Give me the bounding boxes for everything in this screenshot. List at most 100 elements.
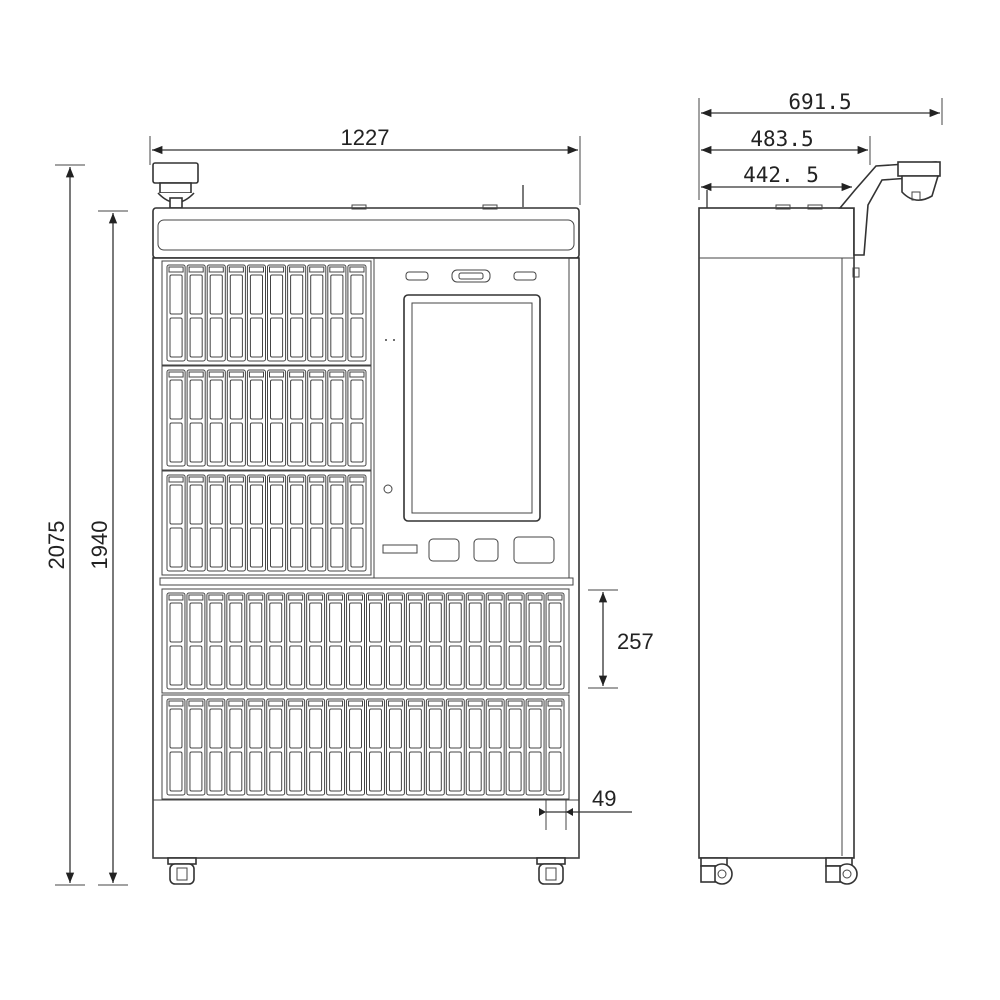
- locker-slot: [347, 264, 367, 362]
- side-view: [698, 161, 941, 885]
- locker-row: [161, 365, 372, 471]
- locker-slot: [266, 698, 286, 796]
- locker-slot: [485, 592, 505, 690]
- locker-slot: [246, 592, 266, 690]
- dimension-depth-body: 442. 5: [701, 163, 852, 192]
- locker-slot: [226, 592, 246, 690]
- locker-slot: [246, 369, 266, 467]
- side-body: [698, 207, 855, 859]
- locker-slot: [287, 474, 307, 572]
- locker-slot: [405, 592, 425, 690]
- dimension-drawer-height: 257: [588, 589, 654, 689]
- locker-slot: [287, 369, 307, 467]
- locker-slot: [246, 698, 266, 796]
- label-442-5: 442. 5: [743, 163, 819, 187]
- locker-slot: [226, 698, 246, 796]
- label-1940: 1940: [87, 521, 112, 570]
- locker-slot: [267, 369, 287, 467]
- locker-slot: [226, 264, 246, 362]
- upper-locker-grid: [161, 260, 372, 576]
- front-view: [152, 162, 580, 885]
- label-691-5: 691.5: [788, 90, 851, 114]
- locker-slot: [186, 698, 206, 796]
- lower-locker-grid: [161, 588, 570, 800]
- indicator-left: [405, 271, 429, 281]
- locker-slot: [226, 474, 246, 572]
- locker-row: [161, 260, 372, 366]
- locker-row: [161, 694, 570, 800]
- locker-slot: [326, 592, 346, 690]
- locker-slot: [307, 474, 327, 572]
- locker-slot: [327, 264, 347, 362]
- locker-slot: [326, 698, 346, 796]
- locker-slot: [307, 369, 327, 467]
- locker-slot: [267, 264, 287, 362]
- locker-slot: [166, 369, 186, 467]
- locker-slot: [286, 592, 306, 690]
- label-2075: 2075: [44, 521, 69, 570]
- touch-screen: [403, 294, 541, 522]
- locker-slot: [327, 369, 347, 467]
- locker-slot: [186, 264, 206, 362]
- dimension-total-width: 1227: [149, 125, 581, 205]
- locker-slot: [226, 369, 246, 467]
- dimension-total-height: 2075: [44, 164, 85, 886]
- locker-slot: [206, 264, 226, 362]
- locker-slot: [425, 698, 445, 796]
- locker-slot: [206, 474, 226, 572]
- camera-side: [897, 161, 941, 201]
- locker-slot: [425, 592, 445, 690]
- label-483-5: 483.5: [750, 127, 813, 151]
- locker-row: [161, 470, 372, 576]
- locker-slot: [327, 474, 347, 572]
- locker-slot: [366, 698, 385, 796]
- locker-slot: [465, 698, 485, 796]
- dimension-body-height: 1940: [87, 210, 128, 886]
- locker-slot: [346, 592, 365, 690]
- locker-slot: [306, 698, 326, 796]
- locker-slot: [525, 698, 545, 796]
- wheel-side-right: [825, 857, 858, 885]
- kiosk-panel: [373, 257, 570, 579]
- locker-slot: [166, 474, 186, 572]
- locker-slot: [347, 474, 367, 572]
- locker-slot: [385, 592, 405, 690]
- locker-slot: [465, 592, 485, 690]
- locker-slot: [206, 592, 226, 690]
- locker-slot: [505, 592, 525, 690]
- label-1227: 1227: [341, 125, 390, 150]
- locker-slot: [545, 698, 565, 796]
- locker-row: [161, 588, 570, 694]
- camera-arm: [838, 161, 939, 256]
- locker-slot: [307, 264, 327, 362]
- wheel-side-left: [700, 857, 733, 885]
- wheel-front-right: [536, 857, 566, 885]
- locker-slot: [445, 698, 465, 796]
- label-49: 49: [592, 786, 616, 811]
- locker-slot: [366, 592, 385, 690]
- locker-slot: [166, 592, 186, 690]
- locker-slot: [246, 264, 266, 362]
- locker-slot: [545, 592, 565, 690]
- locker-slot: [206, 698, 226, 796]
- locker-slot: [485, 698, 505, 796]
- kiosk-button-2: [473, 538, 499, 562]
- kiosk-button-3: [513, 536, 555, 564]
- locker-slot: [347, 369, 367, 467]
- base-panel: [152, 799, 580, 859]
- locker-slot: [206, 369, 226, 467]
- kiosk-button-1: [428, 538, 460, 562]
- card-reader: [451, 269, 491, 283]
- keyhole: [383, 484, 393, 494]
- dimension-depth-max: 691.5: [698, 90, 943, 200]
- locker-slot: [186, 369, 206, 467]
- label-257: 257: [617, 629, 654, 654]
- locker-slot: [445, 592, 465, 690]
- locker-slot: [287, 264, 307, 362]
- indicator-right: [513, 271, 537, 281]
- locker-slot: [525, 592, 545, 690]
- locker-slot: [166, 264, 186, 362]
- locker-slot: [405, 698, 425, 796]
- locker-slot: [267, 474, 287, 572]
